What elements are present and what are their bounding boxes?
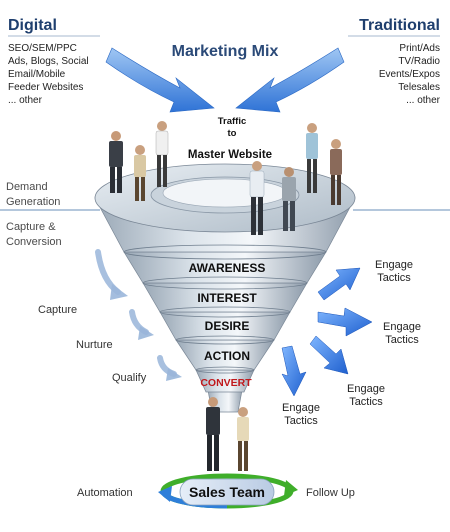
funnel-ring [159,306,291,318]
digital-item: Feeder Websites [8,82,83,93]
engage-arrow-2 [317,307,373,337]
engage-label: Engage [383,321,421,333]
traditional-item: Print/Ads [399,43,440,54]
qualify-arrowhead [166,368,182,381]
funnel-ring [175,335,275,345]
traditional-item: TV/Radio [398,56,440,67]
engage-label: Tactics [377,272,411,284]
engage-label: Engage [375,259,413,271]
people-group [109,121,342,471]
follow-up-label: Follow Up [306,487,355,499]
side-label-qualify: Qualify [112,372,147,384]
sales-team-label: Sales Team [189,484,265,500]
traffic-to-label: to [228,128,237,139]
traditional-item: Events/Expos [379,69,440,80]
digital-item: Ads, Blogs, Social [8,56,89,67]
person-figure [109,131,123,193]
side-label-nurture: Nurture [76,339,113,351]
capture-arrow [95,249,121,295]
digital-item: ... other [8,95,43,106]
stage-action: ACTION [204,349,250,363]
engage-label: Tactics [284,415,318,427]
traffic-label: Traffic [218,116,247,127]
engage-label: Tactics [349,396,383,408]
funnel-ring [195,366,255,374]
funnel-ring [142,276,308,290]
person-figure [306,123,318,193]
capture-label-line1: Capture & [6,221,56,233]
sales-cycle: Sales Team [158,473,298,509]
funnel-mouth-inner [162,178,288,208]
person-figure [249,161,265,235]
traditional-item: ... other [406,95,441,106]
capture-arrowhead [110,284,128,300]
capture-label-line2: Conversion [6,236,62,248]
sales-person [206,397,220,471]
engage-arrow-4 [281,345,307,397]
person-figure [330,139,342,205]
marketing-mix-title: Marketing Mix [172,43,279,60]
stage-convert: CONVERT [200,377,252,389]
cycle-arrowhead [158,486,172,502]
stage-desire: DESIRE [205,319,250,333]
stage-interest: INTEREST [197,291,257,305]
traditional-item: Telesales [398,82,440,93]
demand-label-line1: Demand [6,181,48,193]
engage-arrow-3 [309,335,349,375]
engage-arrow-1 [317,267,361,301]
sales-person [237,407,249,471]
cycle-arrowhead [284,480,298,496]
side-label-capture: Capture [38,304,77,316]
stage-awareness: AWARENESS [189,261,266,275]
engage-label: Engage [347,383,385,395]
engage-label: Engage [282,402,320,414]
demand-label-line2: Generation [6,196,60,208]
person-figure [155,121,169,187]
nurture-arrowhead [138,326,154,340]
traditional-inbound-arrow [235,47,345,113]
funnel-ring [123,244,327,260]
digital-item: SEO/SEM/PPC [8,43,77,54]
engage-label: Tactics [385,334,419,346]
digital-inbound-arrow [105,47,215,113]
traditional-heading: Traditional [359,17,440,34]
automation-label: Automation [77,487,133,499]
person-figure [282,167,296,231]
person-figure [134,145,146,201]
sales-team-badge [179,478,275,506]
master-website-label: Master Website [188,149,272,161]
digital-item: Email/Mobile [8,69,66,80]
digital-heading: Digital [8,17,57,34]
